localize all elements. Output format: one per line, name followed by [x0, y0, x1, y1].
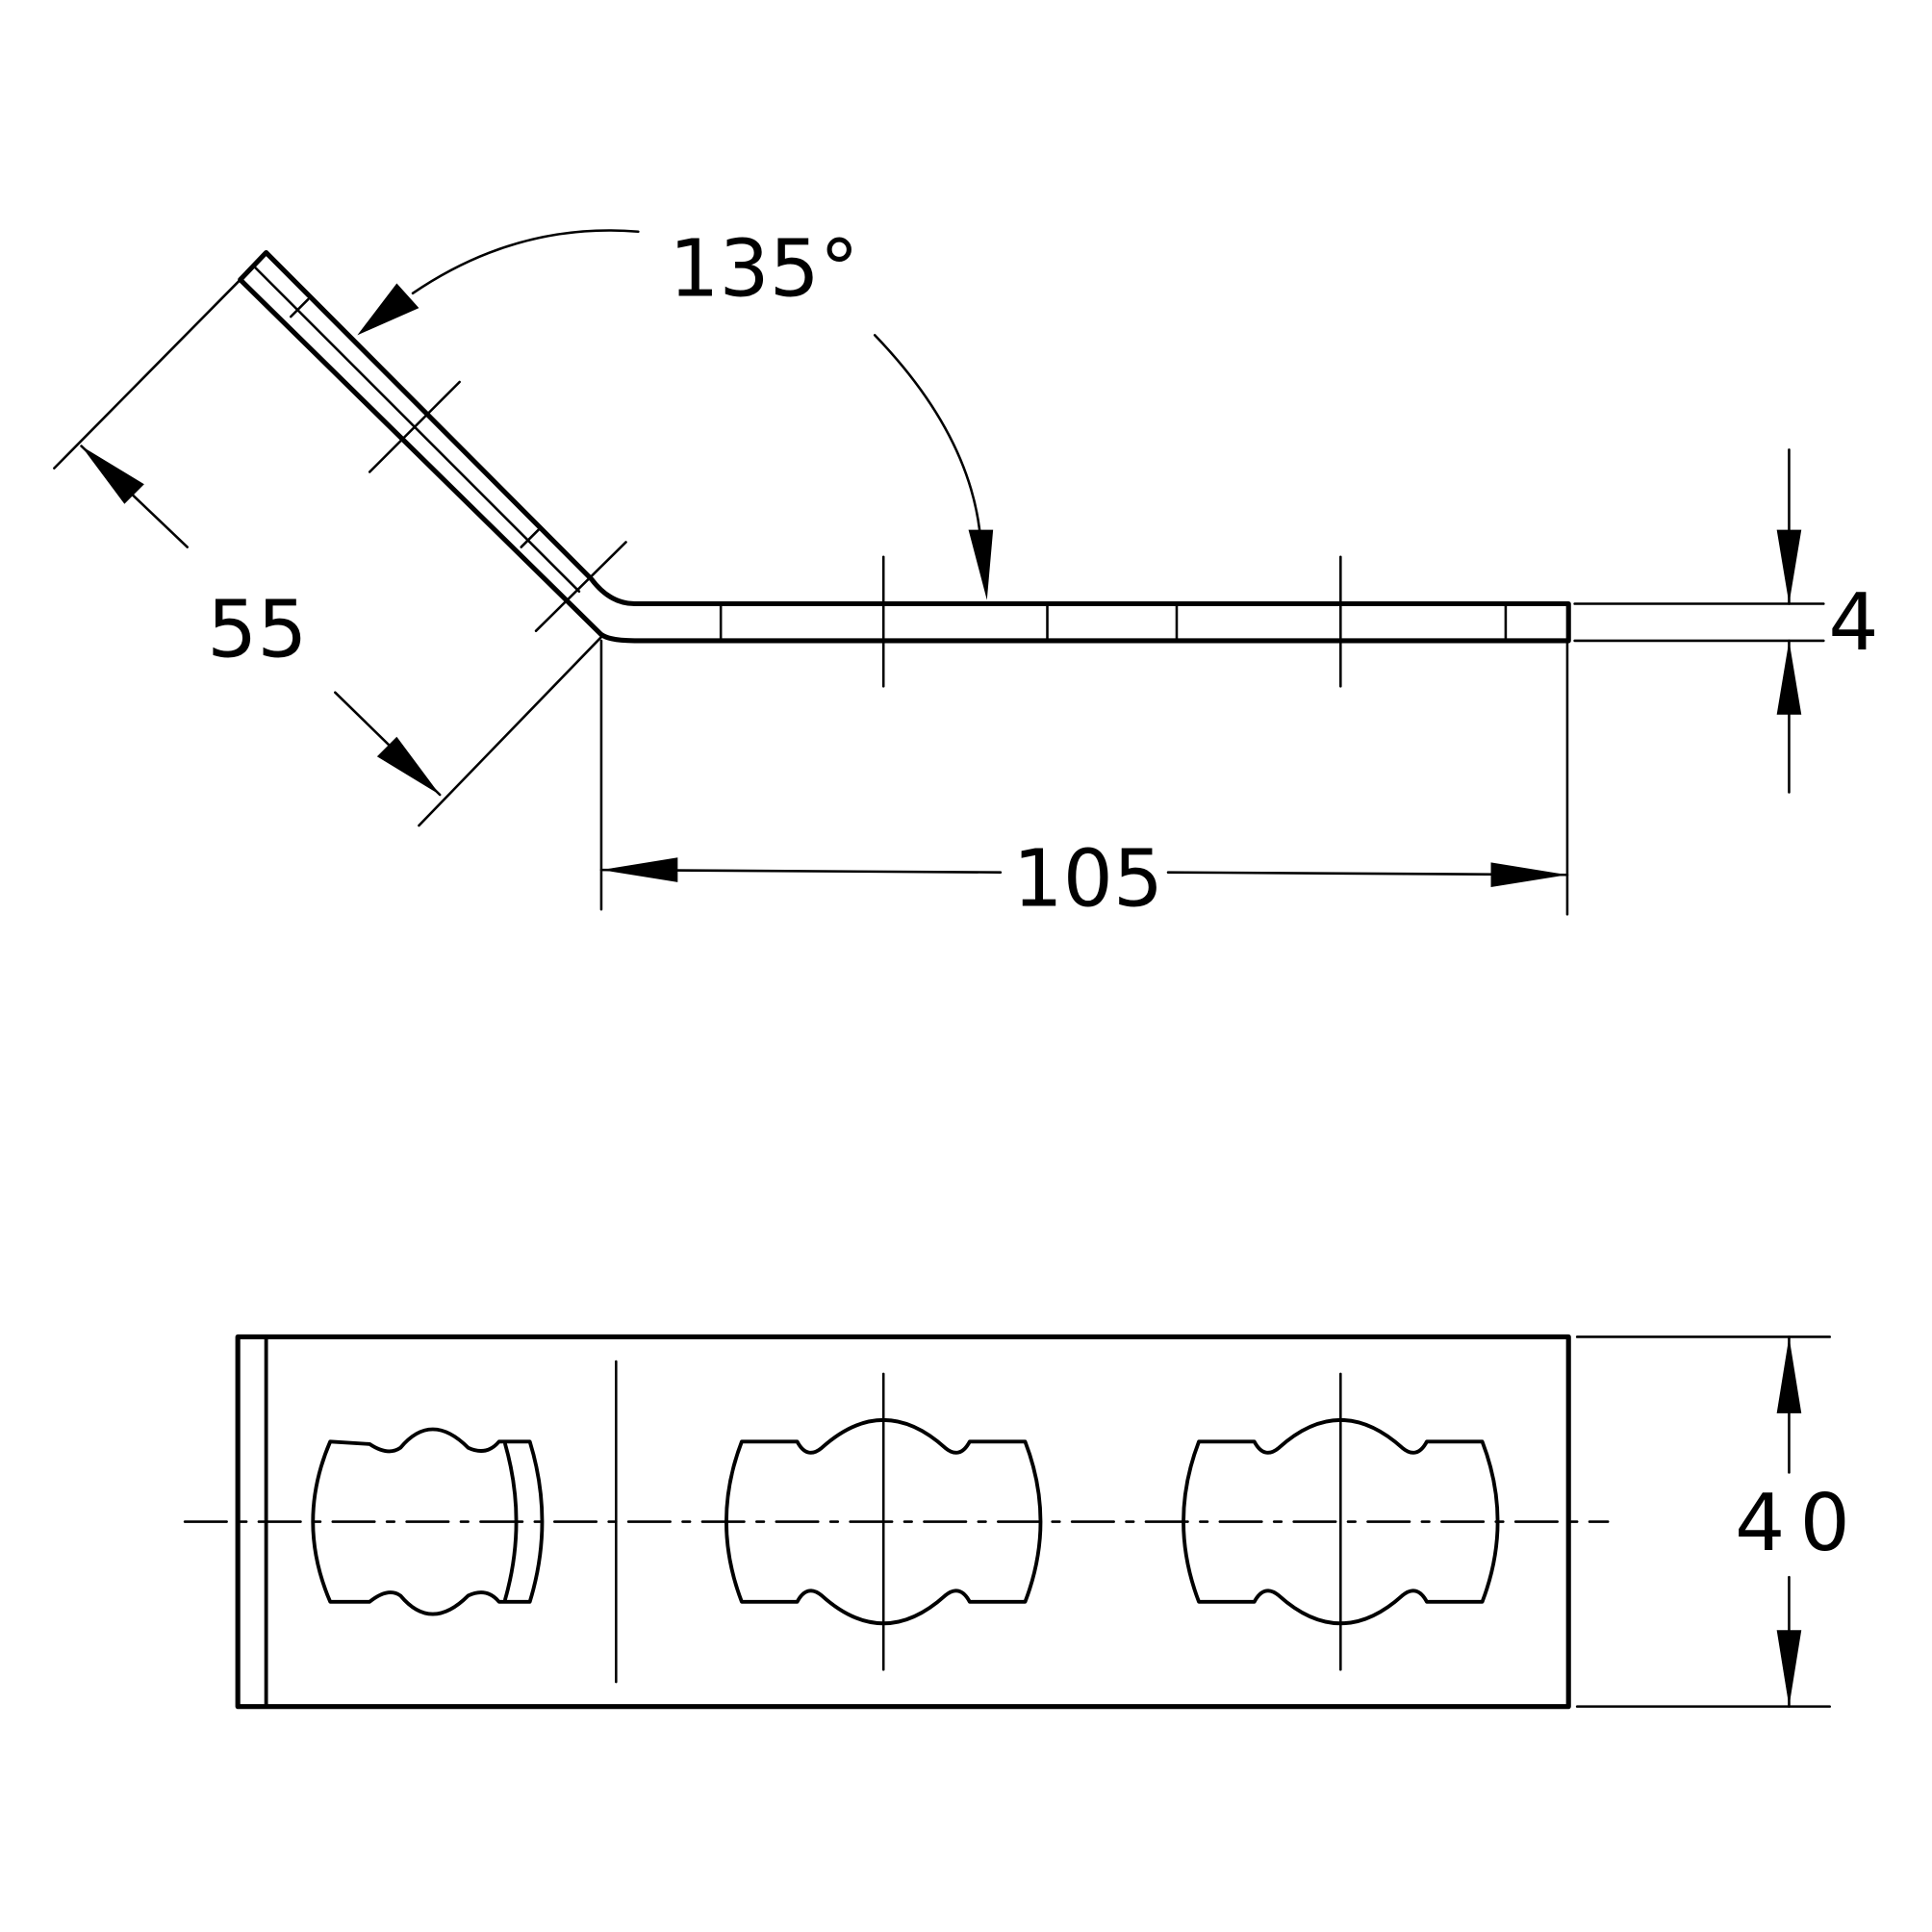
base-length-label: 105 [1013, 833, 1163, 925]
width-label: 40 [1735, 1478, 1865, 1569]
slot-hole [1182, 1418, 1500, 1625]
slot-hole [724, 1418, 1043, 1625]
hole-centerlines [368, 380, 1342, 688]
base-length-dimension: 105 [599, 639, 1569, 925]
bracket-profile [238, 249, 1571, 644]
thickness-label: 4 [1828, 577, 1878, 669]
plan-view: 40 [183, 1334, 1865, 1710]
thickness-dimension: 4 [1573, 448, 1879, 794]
slot-hole-bent [311, 1427, 545, 1616]
leg-length-label: 55 [207, 585, 307, 676]
width-dimension: 40 [1575, 1335, 1865, 1708]
slots [311, 1418, 1500, 1625]
angle-dimension: 135° [357, 223, 994, 600]
side-view: 135° 55 105 [53, 223, 1879, 925]
angle-label: 135° [669, 223, 858, 315]
leg-length-dimension: 55 [53, 278, 603, 827]
